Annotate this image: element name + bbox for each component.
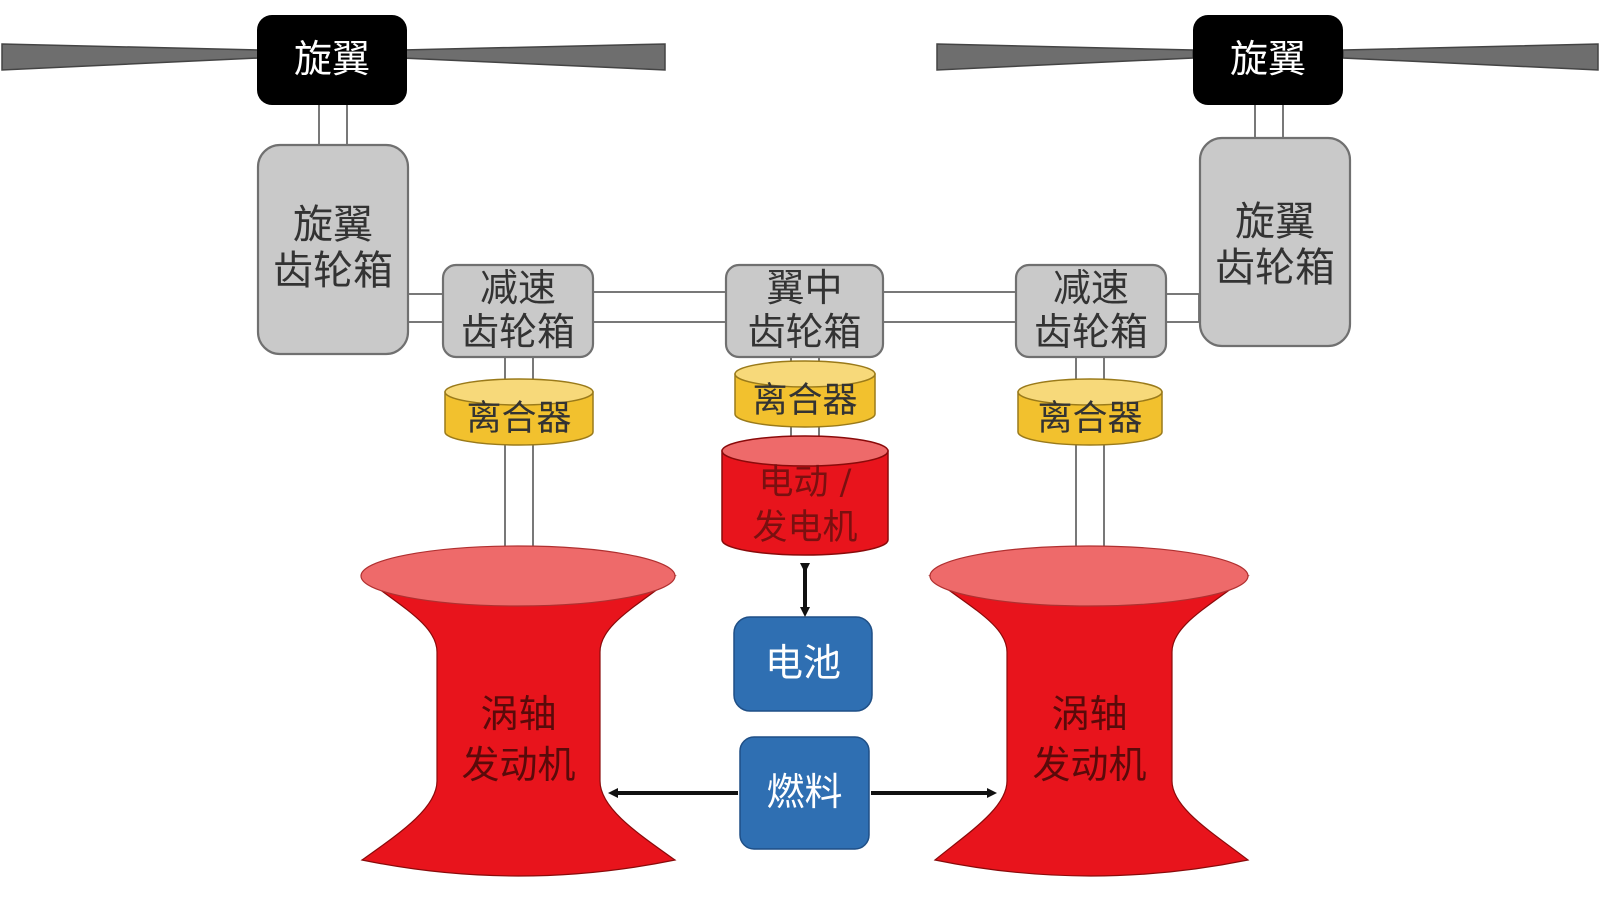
turboshaft-engine-right <box>928 545 1250 877</box>
reduction-gearbox-right <box>1014 263 1168 359</box>
rotor-blade-right-outer <box>936 43 1194 71</box>
shaft-left-rotor <box>318 103 348 147</box>
fuel-box <box>739 736 870 850</box>
mid-wing-gearbox <box>724 263 885 359</box>
cross-shaft-right <box>879 291 1017 323</box>
motor-generator <box>721 435 889 556</box>
rotor-gearbox-right <box>1198 136 1352 348</box>
clutch-center <box>734 360 876 428</box>
rotor-gearbox-left <box>256 143 410 356</box>
clutch-right <box>1017 378 1163 446</box>
shaft-left-gearbox-link <box>404 293 447 323</box>
turboshaft-engine-left <box>360 545 677 877</box>
battery-box <box>733 616 873 712</box>
rotor-hub-right <box>1193 15 1343 105</box>
clutch-left <box>444 378 594 446</box>
shafts <box>318 103 1284 579</box>
rotor-blade-left-inner <box>401 43 666 71</box>
reduction-gearbox-left <box>441 263 595 359</box>
shaft-right-rotor <box>1254 103 1284 143</box>
rotor-blade-left-outer <box>1 43 259 71</box>
gearboxes <box>256 136 1352 359</box>
rotor-blade-right-inner <box>1342 43 1599 71</box>
rotor-hub-left <box>257 15 407 105</box>
cross-shaft-left <box>589 291 729 323</box>
